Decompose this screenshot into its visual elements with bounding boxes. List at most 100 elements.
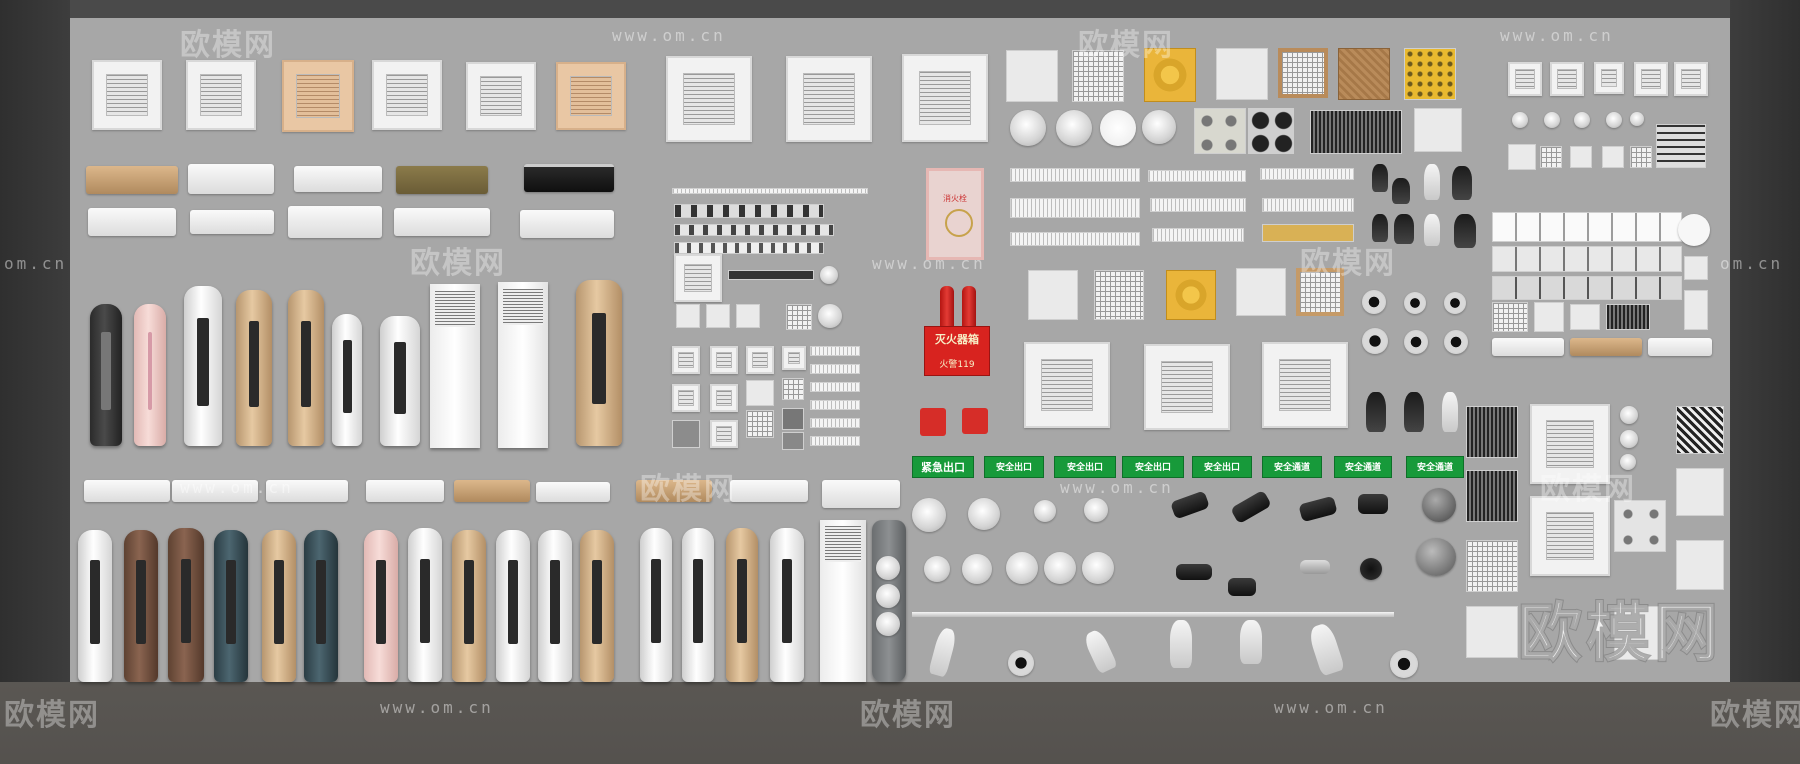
linear-vent	[810, 382, 860, 392]
tower-ac-unit	[168, 528, 204, 682]
linear-vent	[1150, 198, 1246, 212]
fan-grille	[876, 612, 900, 636]
grille-tile	[1094, 270, 1144, 320]
spotlight	[1452, 166, 1472, 200]
sensor	[1620, 430, 1638, 448]
track-spotlight	[1366, 392, 1386, 432]
watermark-brand: 欧模网	[1540, 472, 1636, 507]
cabinet-ac-unit	[820, 520, 866, 682]
watermark-brand: 欧模网	[860, 698, 956, 733]
split-ac-unit	[636, 480, 712, 502]
cassette-ac-unit	[282, 60, 354, 132]
downlight	[1362, 328, 1388, 354]
split-ac-unit	[294, 166, 382, 192]
smoke-detector	[912, 498, 946, 532]
tower-ac-unit	[184, 286, 222, 446]
tower-ac-unit	[408, 528, 442, 682]
tower-ac-unit	[288, 290, 324, 446]
split-ac-unit	[822, 480, 900, 508]
split-ac-unit	[454, 480, 530, 502]
spotlight	[1392, 178, 1410, 204]
split-ac-unit	[84, 480, 170, 502]
linear-vent	[1262, 224, 1354, 242]
watermark-brand: 欧模网	[640, 472, 736, 507]
sensor	[1620, 406, 1638, 424]
sensor	[1630, 112, 1644, 126]
vent-tile	[1550, 62, 1584, 96]
watermark-brand: 欧模网	[410, 246, 506, 281]
extinguisher-box-phone: 火警119	[939, 360, 975, 370]
cassette-ac-unit	[666, 56, 752, 142]
watermark-logo: 欧模网	[1517, 596, 1722, 672]
socket-row	[674, 242, 824, 254]
fire-hydrant-cabinet: 消火栓	[926, 168, 984, 260]
panel-tile	[1684, 256, 1708, 280]
speaker-panel	[1614, 500, 1666, 552]
tower-ac-unit	[726, 528, 758, 682]
downlight	[1404, 292, 1426, 314]
exit-sign: 安全出口	[984, 456, 1044, 478]
split-ac-unit	[190, 210, 274, 234]
switch-plate	[736, 304, 760, 328]
split-ac-unit	[172, 480, 258, 502]
ceiling-tile-row	[1492, 212, 1682, 242]
panel-tile	[1570, 304, 1600, 330]
socket-row	[674, 224, 834, 236]
floor	[0, 682, 1800, 764]
switch-plate	[706, 304, 730, 328]
speaker-panel	[1248, 108, 1294, 154]
tower-ac-unit	[90, 304, 122, 446]
exit-sign: 安全通道	[1262, 456, 1322, 478]
cassette-ac-unit	[1530, 496, 1610, 576]
tower-ac-unit	[496, 530, 530, 682]
panel-tile	[1534, 302, 1564, 332]
cassette-ac-unit	[466, 62, 536, 130]
vent-tile	[710, 420, 738, 448]
cassette-ac-unit	[902, 54, 988, 142]
tower-ac-unit	[214, 530, 248, 682]
tower-ac-unit	[78, 530, 112, 682]
smoke-detector	[924, 556, 950, 582]
exit-sign: 安全通道	[1334, 456, 1392, 478]
ceiling-tile	[1166, 270, 1216, 320]
air-return-grille	[1606, 304, 1650, 330]
grille-tile	[1492, 302, 1528, 332]
round-vent	[1056, 110, 1092, 146]
watermark-url: www.om.cn	[872, 254, 986, 273]
fire-extinguisher	[940, 286, 954, 338]
watermark-url: www.om.cn	[180, 478, 294, 497]
sensor	[1606, 112, 1622, 128]
ceiling-tile	[1006, 50, 1058, 102]
grille-tile	[1540, 146, 1562, 168]
split-ac-unit	[1648, 338, 1712, 356]
watermark-url: www.om.cn	[1500, 26, 1614, 45]
tactile-tile	[1404, 48, 1456, 100]
spotlight	[1454, 214, 1476, 248]
switch-plate	[676, 304, 700, 328]
fire-extinguisher	[962, 286, 976, 338]
wood-ceiling-tile	[1338, 48, 1390, 100]
tower-ac-unit	[124, 530, 158, 682]
watermark-url: www.om.cn	[1274, 698, 1388, 717]
split-ac-unit	[396, 166, 488, 194]
linear-vent	[810, 346, 860, 356]
panel-tile	[672, 420, 700, 448]
spotlight	[1424, 164, 1440, 200]
fire-alarm-button	[920, 408, 946, 436]
cabinet-ac-unit	[430, 284, 480, 448]
split-ac-unit	[730, 480, 808, 502]
downlight	[1362, 290, 1386, 314]
watermark-brand: 欧模网	[1710, 698, 1800, 733]
socket-row	[674, 204, 824, 218]
linear-vent	[810, 418, 860, 428]
ceiling-tile-row	[1492, 276, 1682, 300]
ceiling-tile	[1236, 268, 1286, 316]
spotlight	[1372, 214, 1388, 242]
smoke-detector	[1044, 552, 1076, 584]
security-camera	[1228, 578, 1256, 596]
track-spotlight	[1390, 650, 1418, 678]
track-spotlight	[1240, 620, 1262, 664]
split-ac-unit	[288, 206, 382, 238]
fire-alarm-button	[962, 408, 988, 434]
linear-vent	[1010, 198, 1140, 218]
